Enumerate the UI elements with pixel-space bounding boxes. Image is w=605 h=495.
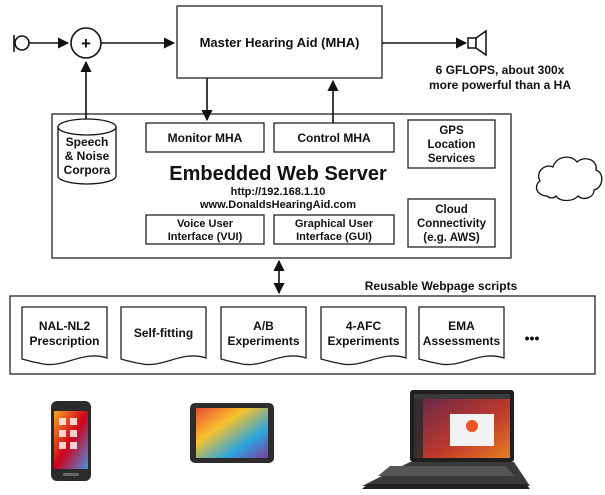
script-document-shape [418,306,505,366]
gps-line3: Services [428,153,475,165]
script-label-line1: Self-fitting [134,326,193,340]
cloud-line2: Connectivity [417,218,487,230]
tablet-icon [190,403,274,463]
gps-line1: GPS [439,125,464,137]
control-mha-label: Control MHA [297,131,371,145]
summing-junction: + [70,27,102,59]
script-label-line1: 4-AFC [346,319,382,333]
speaker-icon [467,29,487,57]
microphone-icon [13,35,30,52]
script-label-line2: Assessments [423,334,501,348]
script-label-line2: Experiments [227,334,299,348]
script-document-shape [220,306,307,366]
summing-junction-symbol: + [81,34,91,53]
cloud-line3: (e.g. AWS) [423,232,480,244]
control-mha-box: Control MHA [273,122,395,153]
speech-noise-corpora: Speech & Noise Corpora [57,118,117,185]
cloud-line1: Cloud [435,204,468,216]
cloud-connectivity-box: Cloud Connectivity (e.g. AWS) [407,198,496,248]
server-site: www.DonaldsHearingAid.com [199,199,356,211]
reusable-scripts-container: Reusable Webpage scripts NAL-NL2Prescrip… [9,279,596,375]
script-label-line1: NAL-NL2 [39,319,91,333]
mha-title: Master Hearing Aid (MHA) [200,35,360,50]
mha-box: Master Hearing Aid (MHA) [176,5,383,79]
mha-note-line2: more powerful than a HA [429,78,571,92]
gps-location-box: GPS Location Services [407,119,496,169]
more-scripts-ellipsis: ••• [525,330,540,346]
script-label-line1: A/B [253,319,274,333]
mha-note-line1: 6 GFLOPS, about 300x [436,63,565,77]
gui-box: Graphical User Interface (GUI) [273,214,395,245]
vui-line1: Voice User [177,218,234,230]
gui-line2: Interface (GUI) [296,231,372,243]
laptop-icon [362,390,530,489]
script-document-shape [320,306,407,366]
server-title: Embedded Web Server [169,163,387,185]
smartphone-icon [51,401,91,481]
cloud-icon [535,156,603,202]
server-url: http://192.168.1.10 [231,186,326,198]
vui-line2: Interface (VUI) [168,231,243,243]
monitor-mha-label: Monitor MHA [168,131,243,145]
corpora-line3: Corpora [64,163,111,177]
script-document-shape [21,306,108,366]
script-document-shape [120,306,207,366]
script-label-line2: Prescription [29,334,99,348]
script-label-line2: Experiments [327,334,399,348]
gui-line1: Graphical User [295,218,374,230]
scripts-title: Reusable Webpage scripts [365,279,518,293]
monitor-mha-box: Monitor MHA [145,122,265,153]
gps-line2: Location [428,139,476,151]
corpora-line1: Speech [66,135,109,149]
script-label-line1: EMA [448,319,475,333]
corpora-line2: & Noise [65,149,110,163]
vui-box: Voice User Interface (VUI) [145,214,265,245]
script-document-2: Self-fitting [120,306,207,366]
